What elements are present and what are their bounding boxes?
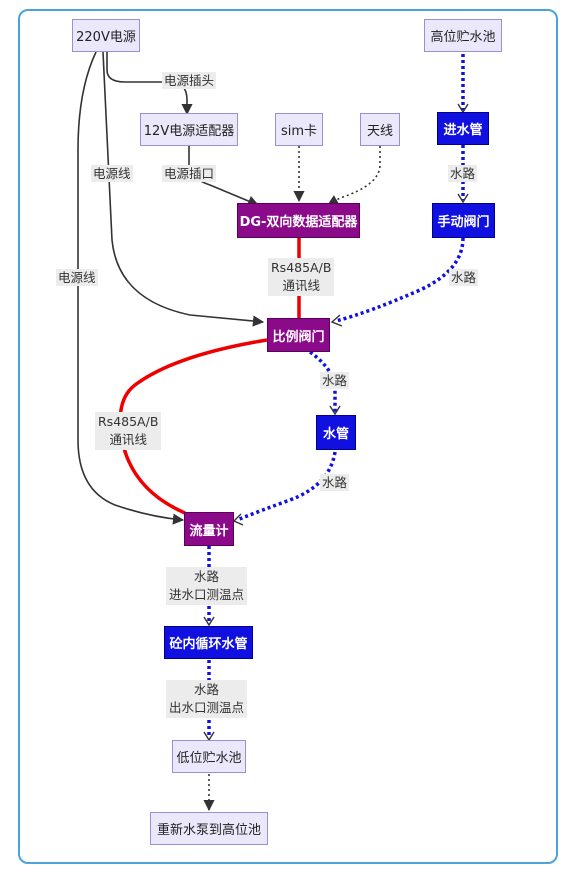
edge-manual-valve-to-proportional-valve	[335, 237, 465, 323]
edge-label-socket: 电源插口	[162, 165, 217, 182]
node-12v-adapter[interactable]: 12V电源适配器	[140, 113, 238, 146]
edge-antenna-to-dg-adapter	[327, 146, 381, 206]
edge-label-inlet-temp: 进水口测温点	[169, 587, 245, 602]
edge-label-water-1: 水路	[448, 165, 478, 182]
node-low-tank[interactable]: 低位贮水池	[172, 740, 246, 773]
node-high-tank[interactable]: 高位贮水池	[424, 19, 502, 52]
edge-220v-to-proportional-valve	[102, 51, 265, 327]
edge-220v-to-12v-adapter	[106, 52, 193, 116]
edge-water-pipe-to-flowmeter	[236, 451, 337, 522]
edge-label-comm-1-line2: 通讯线	[282, 278, 320, 293]
edge-label-comm-2: Rs485A/B 通讯线	[95, 412, 162, 450]
node-flowmeter[interactable]: 流量计	[184, 512, 234, 546]
node-antenna[interactable]: 天线	[360, 113, 400, 146]
edge-label-water-6-group: 水路 出水口测温点	[166, 680, 248, 718]
edge-label-comm-2-line1: Rs485A/B	[98, 414, 159, 429]
node-repump[interactable]: 重新水泵到高位池	[150, 812, 268, 845]
node-concrete-pipe[interactable]: 砼内循环水管	[164, 626, 253, 659]
edge-label-comm-1: Rs485A/B 通讯线	[268, 258, 335, 296]
edge-proportional-valve-to-flowmeter-rs485	[118, 338, 268, 515]
edge-label-outlet-temp: 出水口测温点	[169, 700, 245, 715]
edge-label-power-line-2: 电源线	[56, 269, 98, 286]
edge-label-water-2: 水路	[449, 269, 479, 286]
node-sim-card[interactable]: sim卡	[275, 113, 323, 146]
node-dg-adapter[interactable]: DG-双向数据适配器	[237, 203, 360, 238]
edge-label-water-5: 水路	[194, 569, 220, 584]
node-water-pipe[interactable]: 水管	[316, 415, 356, 450]
edge-label-water-5-group: 水路 进水口测温点	[166, 567, 248, 605]
edge-label-comm-1-line1: Rs485A/B	[271, 260, 332, 275]
edge-label-plug: 电源插头	[162, 72, 217, 89]
node-220v-power[interactable]: 220V电源	[72, 19, 140, 52]
node-proportional-valve[interactable]: 比例阀门	[267, 318, 330, 352]
edge-label-water-3: 水路	[320, 372, 350, 389]
node-inlet-pipe[interactable]: 进水管	[437, 112, 489, 145]
edge-label-water-4: 水路	[320, 474, 350, 491]
edge-220v-to-flowmeter	[77, 51, 185, 525]
edge-label-power-line-1: 电源线	[91, 165, 133, 182]
node-manual-valve[interactable]: 手动阀门	[432, 203, 495, 238]
edge-label-comm-2-line2: 通讯线	[109, 432, 147, 447]
edge-label-water-6: 水路	[194, 682, 220, 697]
